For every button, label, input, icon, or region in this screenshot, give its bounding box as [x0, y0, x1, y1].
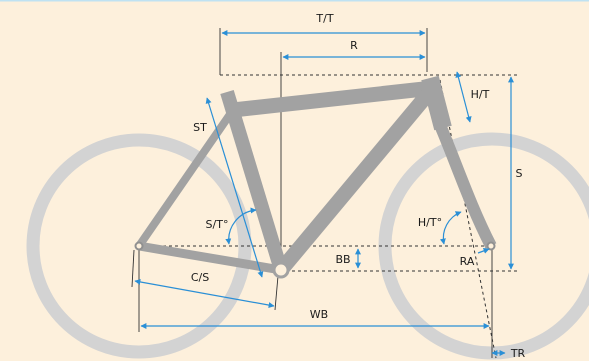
rake-measure [477, 248, 490, 254]
head-tube-measure [455, 71, 472, 123]
chain-stay [138, 241, 282, 275]
down-tube [275, 83, 439, 275]
top-tube-label: T/T [315, 12, 333, 25]
seat-tube-label: ST [193, 121, 207, 134]
steering-axis-line [439, 79, 497, 359]
head-tube-label: H/T [471, 88, 490, 101]
head-tube-angle-label: H/T° [418, 216, 442, 229]
rear-axle [134, 241, 144, 251]
head-tube-angle-arc [439, 211, 462, 245]
rake-label: RA [460, 255, 475, 268]
fork [434, 122, 497, 249]
trail-label: TR [510, 347, 526, 360]
seat-tube-angle-label: S/T° [206, 218, 229, 231]
wheelbase-label: WB [310, 308, 328, 321]
seat-tube-measure [205, 97, 264, 278]
bb-drop-label: BB [335, 253, 350, 266]
cs-ext-left [131, 249, 135, 288]
chainstay-measure [134, 279, 275, 308]
stack-label: S [516, 167, 523, 180]
bottom-bracket [272, 261, 290, 279]
top-tube [232, 80, 434, 118]
seat-tube [220, 89, 288, 273]
cs-ext-right [274, 275, 279, 311]
reach-label: R [350, 39, 358, 52]
front-axle [486, 241, 496, 251]
chainstay-label: C/S [191, 271, 209, 284]
seat-tube-angle-arc [225, 207, 257, 245]
head-tube [421, 75, 452, 131]
